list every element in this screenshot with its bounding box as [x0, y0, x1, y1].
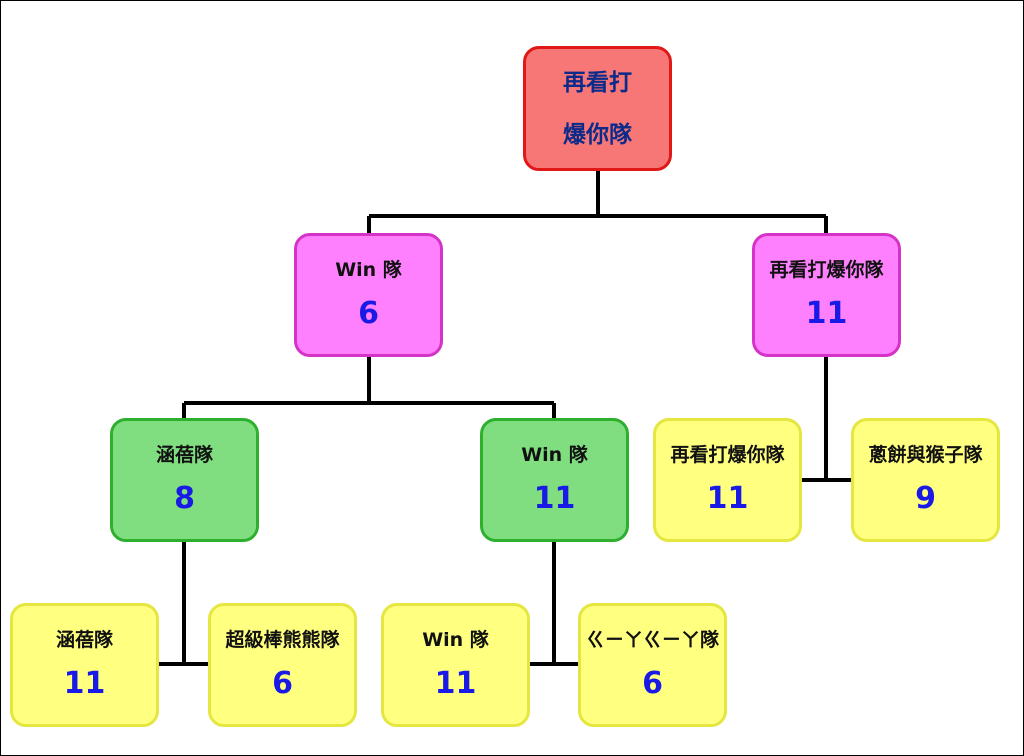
team-score: 11 — [805, 295, 848, 331]
quarterfinal-box-3: 再看打爆你隊 11 — [653, 418, 802, 542]
connector-semifinal-left — [182, 356, 556, 419]
semifinal-box-left: Win 隊 6 — [294, 233, 443, 357]
team-score: 6 — [642, 665, 663, 701]
quarterfinal-box-4: 蔥餅與猴子隊 9 — [851, 418, 1000, 542]
team-score: 11 — [434, 665, 477, 701]
champion-box: 再看打 爆你隊 — [523, 46, 672, 171]
team-score: 11 — [533, 480, 576, 516]
team-name: 涵蓓隊 — [55, 629, 113, 652]
team-score: 9 — [915, 480, 936, 516]
team-score: 6 — [272, 665, 293, 701]
connector-semifinal-right — [802, 356, 852, 482]
team-name: Win 隊 — [521, 444, 588, 467]
team-name: ㄍㄧㄚㄍㄧㄚ隊 — [585, 629, 719, 652]
team-name: 再看打爆你隊 — [769, 259, 884, 282]
first-round-box-2: 超級棒熊熊隊 6 — [208, 603, 357, 727]
first-round-box-3: Win 隊 11 — [381, 603, 530, 727]
first-round-box-1: 涵蓓隊 11 — [10, 603, 159, 727]
connector-final — [367, 170, 828, 234]
first-round-box-4: ㄍㄧㄚㄍㄧㄚ隊 6 — [578, 603, 727, 727]
team-score: 11 — [63, 665, 106, 701]
team-name: Win 隊 — [335, 259, 402, 282]
connector-quarter-left — [158, 541, 208, 666]
quarterfinal-box-2: Win 隊 11 — [480, 418, 629, 542]
team-name: 蔥餅與猴子隊 — [868, 444, 983, 467]
team-score: 8 — [174, 480, 195, 516]
semifinal-box-right: 再看打爆你隊 11 — [752, 233, 901, 357]
quarterfinal-box-1: 涵蓓隊 8 — [110, 418, 259, 542]
team-name: Win 隊 — [422, 629, 489, 652]
team-name: 超級棒熊熊隊 — [225, 629, 340, 652]
champion-name-line1: 再看打 — [563, 69, 632, 96]
team-name: 涵蓓隊 — [155, 444, 213, 467]
team-score: 11 — [706, 480, 749, 516]
connector-quarter-right — [529, 541, 579, 666]
champion-name-line2: 爆你隊 — [563, 121, 632, 148]
team-score: 6 — [358, 295, 379, 331]
team-name: 再看打爆你隊 — [670, 444, 785, 467]
